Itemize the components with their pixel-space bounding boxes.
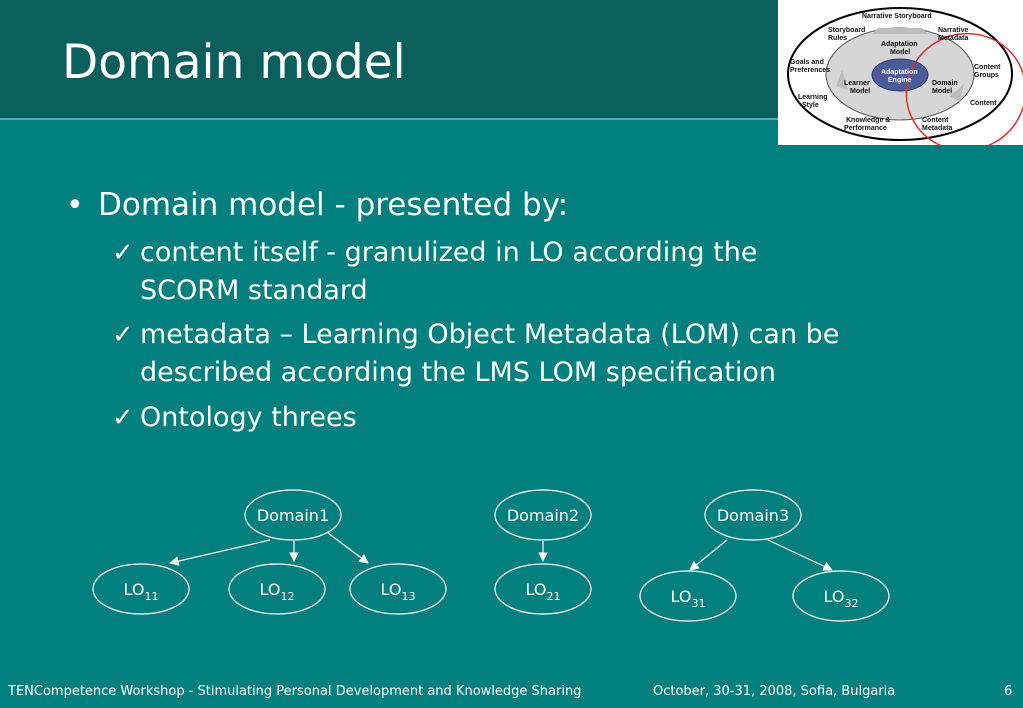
adaptation-diagram-thumbnail: Narrative Storyboard Storyboard Rules Na… [778,0,1023,145]
sub-bullet-2-line-2: described according the LMS LOM specific… [140,357,777,388]
footer-workshop: TENCompetence Workshop - Stimulating Per… [8,684,582,699]
check-icon: ✓ [112,238,134,268]
sub-bullet-1-line-1: content itself - granulized in LO accord… [140,237,758,268]
label-learner-model-1: Learner [844,80,870,87]
node-lo12 [228,563,326,615]
label-narrative-metadata-1: Narrative [938,27,968,34]
label-knowledge-2: Performance [844,125,887,132]
label-narrative-metadata-2: Metadata [938,35,968,42]
engine-core [871,58,929,92]
slide-title: Domain model [62,35,406,90]
check-icon: ✓ [112,403,134,433]
label-content-groups-1: Content [974,64,1001,71]
label-lo13: LO13 [381,580,416,603]
label-narrative-storyboard: Narrative Storyboard [862,13,932,20]
label-content-groups-2: Groups [974,72,999,79]
edge-domain1-lo13 [327,532,369,564]
label-adaptation-engine-2: Engine [888,77,911,84]
sub-bullet-3-line-1: Ontology threes [140,402,357,433]
label-domain1: Domain1 [257,506,329,525]
label-lo12: LO12 [260,580,295,603]
label-domain3: Domain3 [717,506,789,525]
label-content: Content [970,100,997,107]
node-domain2 [494,489,592,541]
edge-domain3-lo31 [689,539,728,571]
node-lo32 [792,570,890,622]
label-learner-model-2: Model [850,88,870,95]
node-lo31 [639,570,737,622]
node-lo13 [349,563,447,615]
label-adaptation-model-1: Adaptation [881,41,918,48]
bullet-main: Domain model - presented by: [98,187,569,223]
label-knowledge-1: Knowledge & [846,117,890,124]
page-number: 6 [1004,684,1013,699]
label-lo21: LO21 [526,580,561,603]
label-lo32: LO32 [824,587,859,610]
label-content-metadata-2: Metadata [922,125,952,132]
label-lo11: LO11 [124,580,159,603]
node-domain3 [704,489,802,541]
label-storyboard-rules-1: Storyboard [828,27,865,34]
node-lo21 [494,563,592,615]
red-highlight-ellipse [905,32,1023,145]
label-storyboard-rules-2: Rules [828,35,847,42]
label-learning-style-2: Style [802,102,819,109]
sub-bullet-2-line-1: metadata – Learning Object Metadata (LOM… [140,319,840,350]
label-domain2: Domain2 [507,506,579,525]
left-arrow-shape [836,70,848,90]
node-lo11 [92,563,190,615]
label-content-metadata-1: Content [922,117,949,124]
label-learning-style-1: Learning [798,94,828,101]
label-adaptation-engine-1: Adaptation [881,69,918,76]
right-arrow-shape [950,84,964,102]
title-bar: Domain model [0,0,778,120]
edge-domain1-lo11 [169,539,271,566]
bullet-dot: • [66,188,84,223]
label-lo31: LO31 [671,587,706,610]
top-arrow-shape [872,28,928,34]
footer-date: October, 30-31, 2008, Sofia, Bulgaria [653,684,896,699]
label-goals-1: Goals and [790,59,824,66]
label-adaptation-model-2: Model [890,49,910,56]
sub-bullet-1-line-2: SCORM standard [140,275,368,306]
label-domain-model-1: Domain [932,80,958,87]
label-domain-model-2: Model [932,88,952,95]
node-domain1 [244,489,342,541]
check-icon: ✓ [112,320,134,350]
edge-domain3-lo32 [767,539,833,571]
label-goals-2: Preferences [790,67,830,74]
